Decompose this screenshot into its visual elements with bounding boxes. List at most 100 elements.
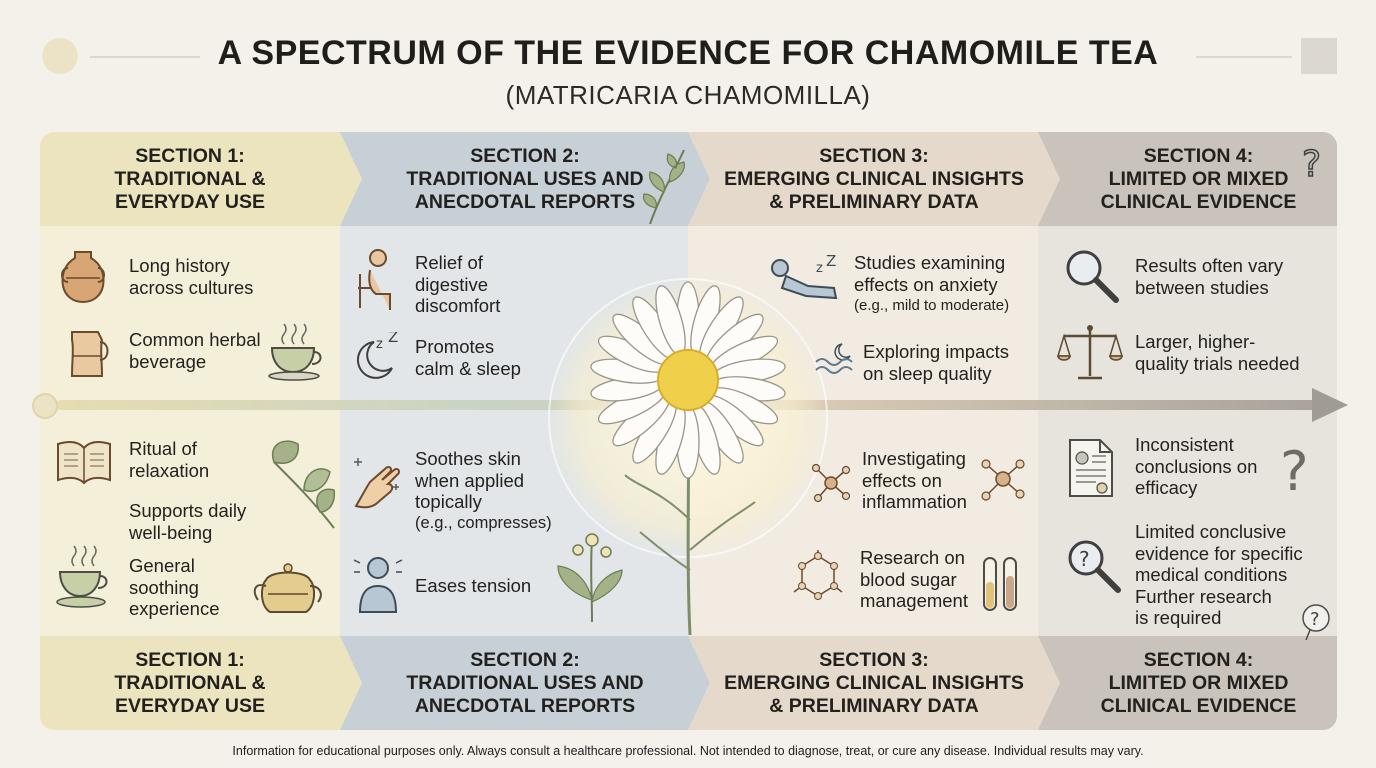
text-line: beverage (129, 350, 207, 372)
section-heading: ANECDOTAL REPORTS (414, 190, 636, 213)
ritual-text: Ritual of relaxation (129, 438, 209, 481)
question-mark-icon: ? (1301, 143, 1322, 184)
spectrum-panel: SECTION 1: TRADITIONAL & EVERYDAY USE SE… (40, 132, 1337, 730)
text-line: General (129, 555, 195, 576)
soothing-text: General soothing experience (129, 555, 220, 620)
larger-trials-text: Larger, higher- quality trials needed (1135, 331, 1300, 374)
text-line: soothing (129, 576, 199, 598)
text-line: Research on (860, 547, 965, 568)
section-heading: TRADITIONAL USES AND (406, 671, 644, 694)
soothes-skin-text: Soothes skin when applied topically (415, 448, 524, 513)
magnifier-icon (1066, 250, 1119, 303)
text-line: topically (415, 491, 482, 512)
eases-tension-text: Eases tension (415, 575, 532, 596)
section-heading: LIMITED OR MIXED (1108, 167, 1289, 190)
spectrum-arrow-head (1312, 388, 1348, 422)
text-line: calm & sleep (415, 357, 521, 379)
section-1-footer: SECTION 1: TRADITIONAL & EVERYDAY USE (40, 636, 362, 730)
anxiety-text: Studies examining effects on anxiety (854, 252, 1005, 295)
decorative-line-right (1196, 56, 1292, 58)
text-line: digestive (415, 273, 489, 295)
scales-icon (1056, 325, 1124, 380)
section-heading: CLINICAL EVIDENCE (1100, 694, 1297, 717)
text-line: Investigating (862, 448, 966, 469)
section-heading: ANECDOTAL REPORTS (414, 694, 636, 717)
text-line: inflammation (862, 491, 967, 512)
section-heading: EMERGING CLINICAL INSIGHTS (724, 167, 1024, 190)
section-heading: EMERGING CLINICAL INSIGHTS (724, 671, 1024, 694)
section-header-band: SECTION 1: TRADITIONAL & EVERYDAY USE SE… (40, 132, 1337, 226)
text-line: blood sugar (860, 568, 957, 590)
long-history-text: Long history across cultures (129, 255, 253, 298)
section-4-footer: SECTION 4: LIMITED OR MIXED CLINICAL EVI… (1038, 636, 1337, 730)
hand-icon (354, 458, 401, 509)
svg-text:z: z (816, 261, 823, 276)
decorative-line-left (90, 56, 200, 58)
section-heading: LIMITED OR MIXED (1108, 671, 1289, 694)
magnifier-icon: ? (1068, 540, 1121, 593)
leaf-icon (271, 440, 336, 529)
calm-sleep-text: Promotes calm & sleep (415, 336, 521, 379)
text-line: discomfort (415, 295, 501, 316)
compresses-note: (e.g., compresses) (415, 514, 552, 532)
svg-text:?: ? (1310, 609, 1320, 630)
text-line: between studies (1135, 276, 1269, 298)
spectrum-arrow-start (32, 393, 58, 419)
text-line: Relief of (415, 252, 483, 273)
question-mark-icon: ? (1302, 604, 1330, 641)
section-label: SECTION 4: (1143, 648, 1254, 671)
section-heading: EVERYDAY USE (115, 190, 265, 213)
teapot-icon (253, 563, 322, 613)
svg-text:?: ? (1079, 547, 1090, 571)
text-line: well-being (129, 521, 213, 543)
common-herbal-text: Common herbal beverage (129, 329, 261, 372)
text-line: medical conditions (1135, 564, 1288, 585)
pitcher-icon (70, 331, 109, 377)
text-line: management (860, 590, 968, 611)
wellbeing-text: Supports daily well-being (129, 500, 246, 543)
section-3-footer: SECTION 3: EMERGING CLINICAL INSIGHTS & … (688, 636, 1060, 730)
section-label: SECTION 4: (1143, 144, 1254, 167)
svg-text:z: z (376, 337, 383, 352)
text-line: Exploring impacts (863, 341, 1010, 362)
limited-evidence-text: Limited conclusive evidence for specific… (1135, 521, 1303, 629)
text-line: Inconsistent (1135, 434, 1234, 455)
disclaimer-footer: Information for educational purposes onl… (232, 744, 1144, 758)
herb-sprig-icon (642, 149, 685, 225)
text-line: Studies examining (854, 252, 1006, 273)
inflammation-text: Investigating effects on inflammation (862, 448, 967, 513)
section-3-header: SECTION 3: EMERGING CLINICAL INSIGHTS & … (688, 132, 1060, 226)
section-1-header: SECTION 1: TRADITIONAL & EVERYDAY USE (40, 132, 362, 226)
book-icon (57, 441, 111, 485)
results-vary-text: Results often vary between studies (1135, 255, 1283, 298)
text-line: on sleep quality (863, 362, 992, 384)
page-title: A SPECTRUM OF THE EVIDENCE FOR CHAMOMILE… (217, 34, 1159, 72)
section-heading: TRADITIONAL USES AND (406, 167, 644, 190)
text-line: Ritual of (129, 438, 197, 459)
section-heading: TRADITIONAL & (114, 671, 266, 694)
herb-sprig-icon (557, 533, 623, 622)
decorative-circle (42, 38, 78, 74)
text-line: Larger, higher- (1135, 331, 1256, 352)
section-label: SECTION 1: (135, 144, 245, 167)
amphora-icon (61, 251, 105, 304)
section-4-column (1038, 132, 1337, 730)
digestive-text: Relief of digestive discomfort (415, 252, 500, 317)
reclining-person-icon: z Z (771, 252, 838, 300)
section-heading: CLINICAL EVIDENCE (1100, 190, 1297, 213)
section-footer-band: SECTION 1: TRADITIONAL & EVERYDAY USE SE… (40, 636, 1337, 730)
text-line: when applied (415, 469, 525, 491)
chamomile-flower-icon (590, 281, 786, 636)
inconsistent-text: Inconsistent conclusions on efficacy (1135, 434, 1257, 499)
section-heading: & PRELIMINARY DATA (769, 694, 979, 717)
test-tubes-icon (983, 557, 1017, 611)
moon-sleep-icon: z Z (356, 332, 398, 379)
text-line: conclusions on (1135, 455, 1258, 477)
text-line: evidence for specific (1135, 542, 1303, 564)
section-4-header: SECTION 4: LIMITED OR MIXED CLINICAL EVI… (1038, 132, 1337, 226)
text-line: effects on (862, 469, 942, 491)
blood-sugar-text: Research on blood sugar management (860, 547, 968, 612)
text-line: Promotes (415, 336, 495, 357)
section-heading: EVERYDAY USE (115, 694, 265, 717)
section-label: SECTION 3: (819, 144, 929, 167)
